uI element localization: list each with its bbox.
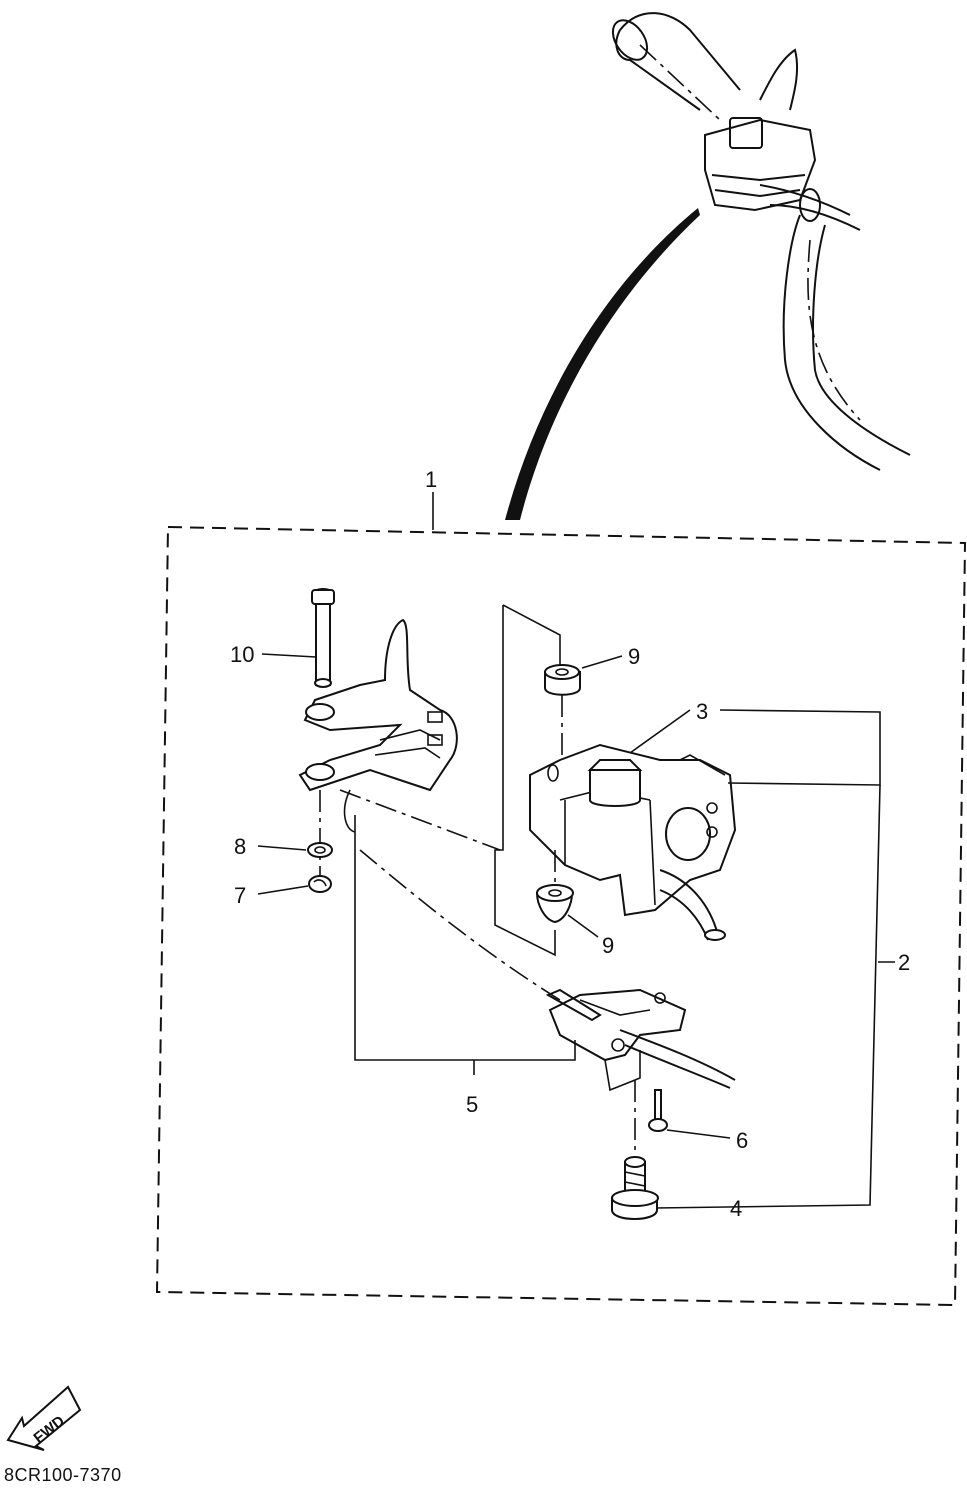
callout-9-bottom: 9 xyxy=(602,933,614,958)
leader-7 xyxy=(257,885,309,895)
part-8-washer xyxy=(307,842,333,858)
callout-2: 2 xyxy=(898,950,910,975)
part-5-cable-switch xyxy=(545,988,736,1092)
chain-bracket-to-switch xyxy=(339,789,501,851)
chain-bracket-to-cable xyxy=(359,849,561,1001)
callout-6: 6 xyxy=(736,1128,748,1153)
callout-4: 4 xyxy=(730,1196,742,1221)
part-10-pin xyxy=(311,588,335,688)
part-9-top-grommet xyxy=(544,664,581,696)
bracket-2-top xyxy=(719,709,881,786)
bracket-5 xyxy=(354,815,576,1061)
part-9-bottom-grommet xyxy=(535,884,574,924)
callout-10: 10 xyxy=(230,642,254,667)
group-frame-9-top xyxy=(502,604,561,665)
leader-8 xyxy=(257,845,307,851)
callout-8: 8 xyxy=(234,834,246,859)
part-6-screw xyxy=(648,1089,668,1132)
leader-6 xyxy=(666,1129,731,1139)
handlebar-assembly xyxy=(611,12,911,471)
part-7-clip xyxy=(308,875,332,893)
lever-bracket xyxy=(298,618,458,833)
callout-9-top: 9 xyxy=(628,644,640,669)
callout-7: 7 xyxy=(234,883,246,908)
group-frame-9 xyxy=(494,605,556,957)
bracket-2-right xyxy=(654,784,881,1209)
part-4-bolt xyxy=(611,1156,659,1220)
leader-9-top xyxy=(581,655,623,669)
leader-10 xyxy=(261,653,317,658)
part-3-switch xyxy=(529,743,737,941)
callout-3: 3 xyxy=(696,699,708,724)
callout-1: 1 xyxy=(425,467,437,492)
drawing-code: 8CR100-7370 xyxy=(4,1465,122,1485)
leader-3 xyxy=(629,709,691,754)
fwd-arrow-icon: FWD xyxy=(6,1385,82,1451)
pointer-line xyxy=(505,208,700,520)
assembly-boundary xyxy=(155,525,967,1307)
callout-5: 5 xyxy=(466,1092,478,1117)
leader-9-bottom xyxy=(567,914,599,938)
